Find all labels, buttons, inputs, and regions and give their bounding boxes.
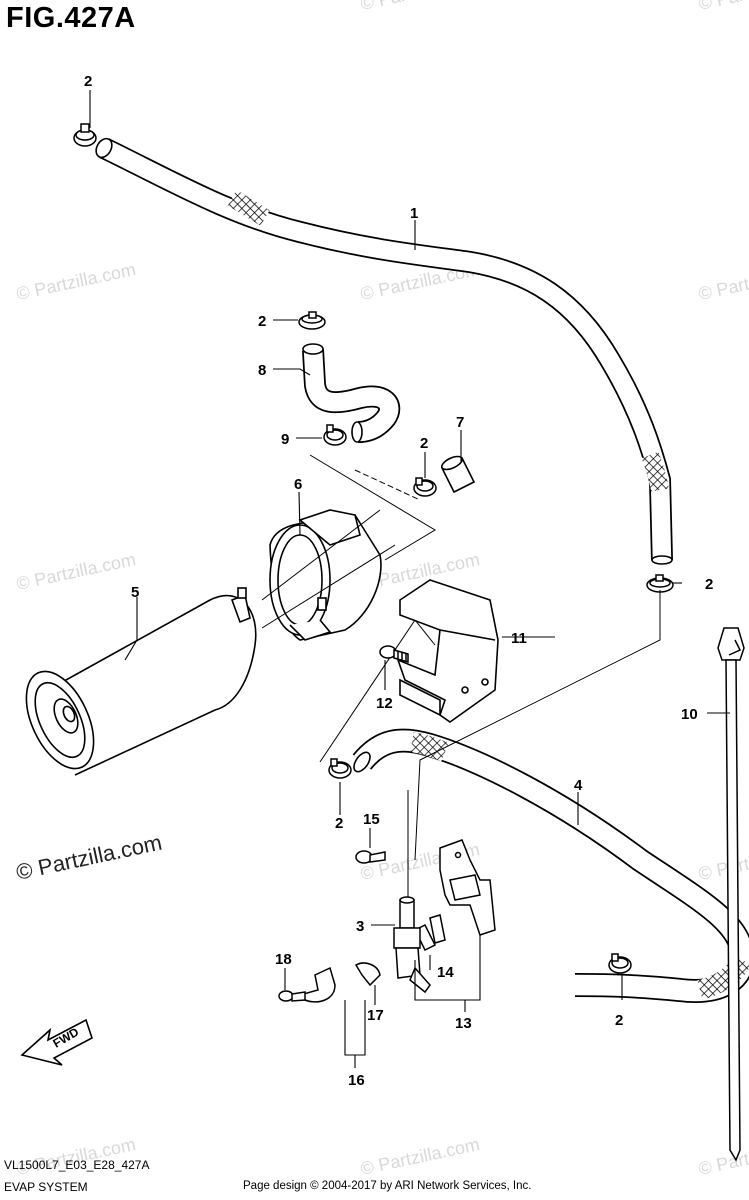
hose-4: [352, 728, 749, 1003]
callout-2: 2: [335, 815, 343, 832]
watermark-layer: © Partzilla.com © Partzilla.com © Partzi…: [14, 0, 749, 1179]
screw-18: [278, 990, 306, 1002]
cover-11: [396, 579, 499, 723]
callout-13: 13: [455, 1015, 472, 1032]
canister-5: [25, 587, 257, 776]
callout-2: 2: [615, 1012, 623, 1029]
callout-3: 3: [356, 918, 364, 935]
callout-14: 14: [437, 964, 454, 981]
callout-4: 4: [574, 777, 583, 794]
callout-18: 18: [275, 951, 292, 968]
callout-2: 2: [84, 73, 92, 90]
callout-17: 17: [367, 1007, 384, 1024]
hose-8: [302, 343, 401, 443]
clamp-2: [73, 123, 674, 974]
callout-5: 5: [131, 584, 139, 601]
tie-10: [717, 627, 745, 1162]
callout-labels: 2 1 2 8 9 2 7 6 5 2 11 12 10 4 2 15 3 18…: [84, 73, 713, 1089]
model-code: VL1500L7_E03_E28_427A: [4, 1158, 150, 1172]
watermark: © Partzilla.com: [359, 0, 482, 14]
callout-7: 7: [456, 414, 464, 431]
callout-2: 2: [705, 576, 713, 593]
watermark: © Partzilla.com: [359, 1134, 482, 1179]
callout-2: 2: [258, 313, 266, 330]
bolt-12: [379, 645, 409, 663]
section-name: EVAP SYSTEM: [4, 1180, 88, 1194]
hose-1: [95, 137, 673, 565]
watermark: © Partzilla.com: [697, 259, 749, 304]
clip-16: [298, 962, 381, 1003]
callout-8: 8: [258, 362, 266, 379]
page-credit: Page design © 2004-2017 by ARI Network S…: [243, 1180, 532, 1192]
watermark: © Partzilla.com: [15, 1134, 138, 1179]
watermark: © Partzilla.com: [697, 0, 749, 14]
callout-2: 2: [420, 435, 428, 452]
callout-12: 12: [376, 695, 393, 712]
figure-title: FIG.427A: [6, 2, 136, 34]
watermark-main: © Partzilla.com: [14, 830, 164, 885]
callout-15: 15: [363, 811, 380, 828]
watermark: © Partzilla.com: [15, 549, 138, 594]
callout-leaders: [89, 90, 730, 1068]
callout-10: 10: [681, 706, 698, 723]
watermark: © Partzilla.com: [697, 1134, 749, 1179]
watermark: © Partzilla.com: [15, 259, 138, 304]
screw-15: [355, 850, 386, 864]
holder-6: [269, 509, 382, 641]
tube-7: [440, 455, 476, 494]
callout-6: 6: [294, 476, 302, 493]
callout-11: 11: [511, 630, 527, 647]
callout-16: 16: [348, 1072, 365, 1089]
watermark: © Partzilla.com: [697, 839, 749, 884]
callout-9: 9: [281, 431, 289, 448]
callout-1: 1: [410, 205, 418, 222]
fwd-arrow: FWD: [20, 1018, 93, 1066]
leader-lines: [261, 454, 661, 900]
